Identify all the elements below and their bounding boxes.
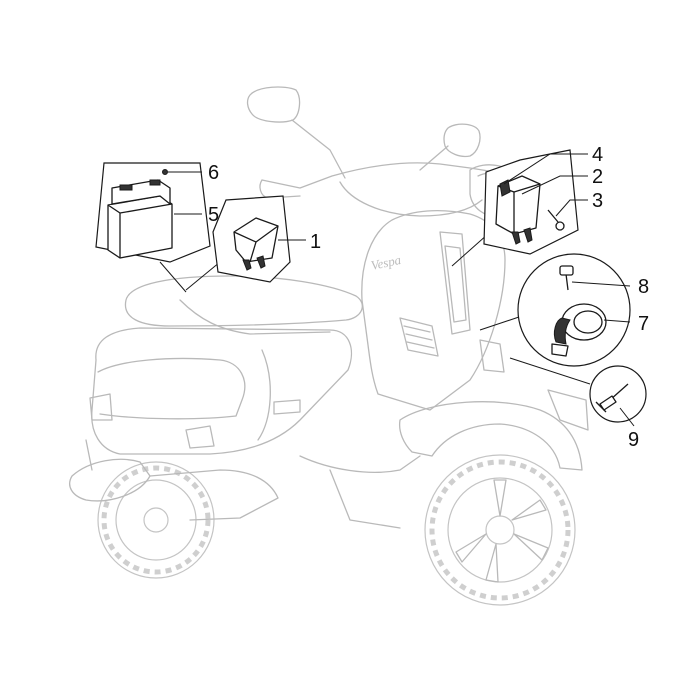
label-9: 9 xyxy=(628,429,639,451)
seat xyxy=(124,275,363,327)
front-fender xyxy=(398,401,583,471)
scooter-outline: Vespa xyxy=(69,86,589,606)
left-mirror xyxy=(246,86,346,179)
label-8: 8 xyxy=(638,276,649,298)
horn-part[interactable] xyxy=(551,303,607,357)
label-1: 1 xyxy=(310,231,321,253)
relay-callout xyxy=(185,195,291,291)
label-7: 7 xyxy=(638,313,649,335)
horn-callout xyxy=(479,253,631,367)
bolt-callout xyxy=(509,357,647,423)
flasher-callout xyxy=(451,149,579,267)
bracket-screw-part[interactable] xyxy=(547,209,565,231)
handlebar xyxy=(261,162,496,189)
label-4: 4 xyxy=(592,144,603,166)
leg-shield xyxy=(361,209,506,411)
horn-screw-part[interactable] xyxy=(559,265,574,291)
front-wheel xyxy=(424,454,576,606)
label-3: 3 xyxy=(592,190,603,212)
horn-bolt-part[interactable] xyxy=(595,383,629,413)
rear-body xyxy=(91,327,353,455)
label-5: 5 xyxy=(208,204,219,226)
battery-callout xyxy=(95,162,211,293)
part-labels: 6 5 1 4 2 3 8 7 9 xyxy=(168,144,649,451)
exhaust xyxy=(69,458,151,502)
label-6: 6 xyxy=(208,162,219,184)
right-mirror xyxy=(419,123,481,171)
label-2: 2 xyxy=(592,166,603,188)
battery-part[interactable] xyxy=(107,169,173,259)
relay-part[interactable] xyxy=(233,217,279,271)
vespa-badge: Vespa xyxy=(370,252,403,273)
